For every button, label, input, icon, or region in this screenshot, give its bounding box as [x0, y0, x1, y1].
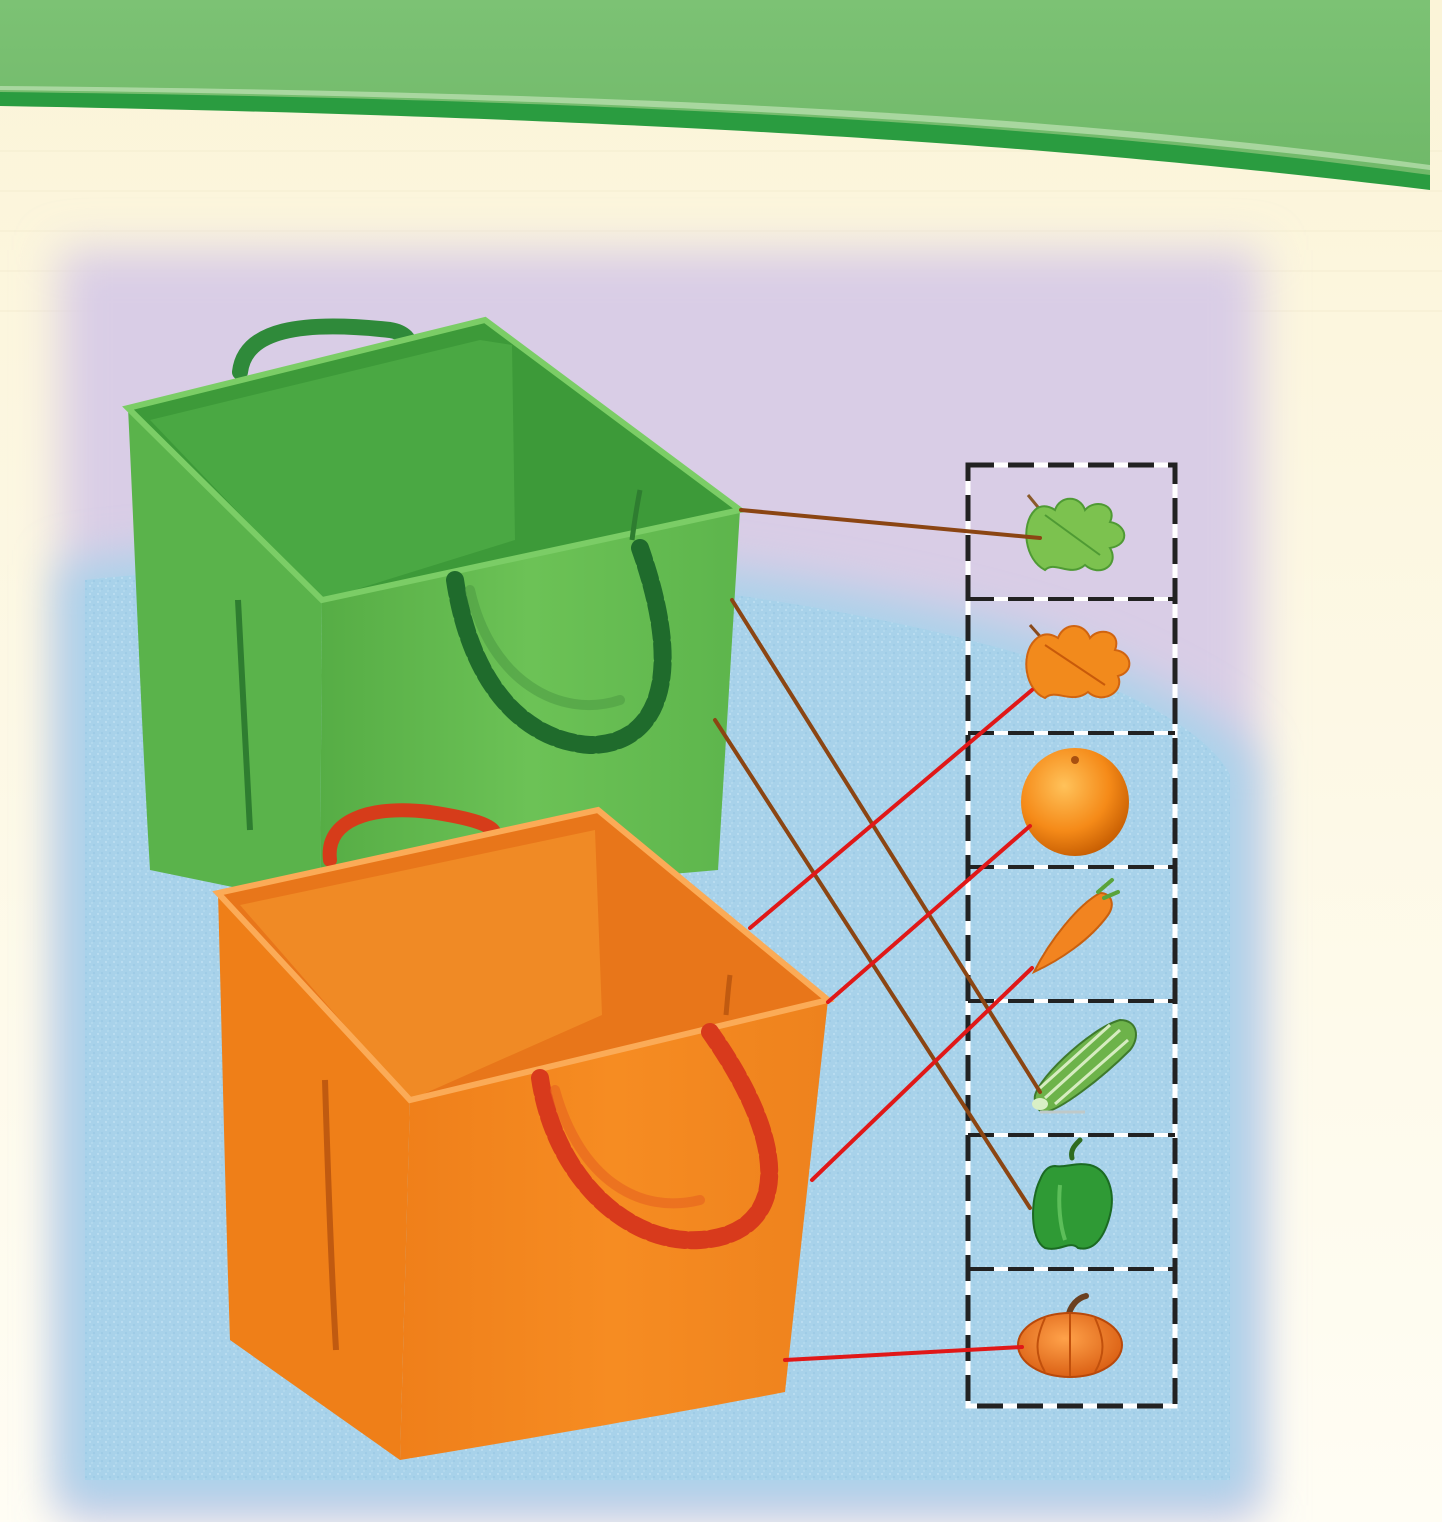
orange-fruit[interactable]	[1021, 748, 1129, 856]
orange-icon	[1021, 748, 1129, 856]
leaf-icon	[1026, 625, 1129, 698]
orange-leaf[interactable]	[1026, 625, 1129, 698]
